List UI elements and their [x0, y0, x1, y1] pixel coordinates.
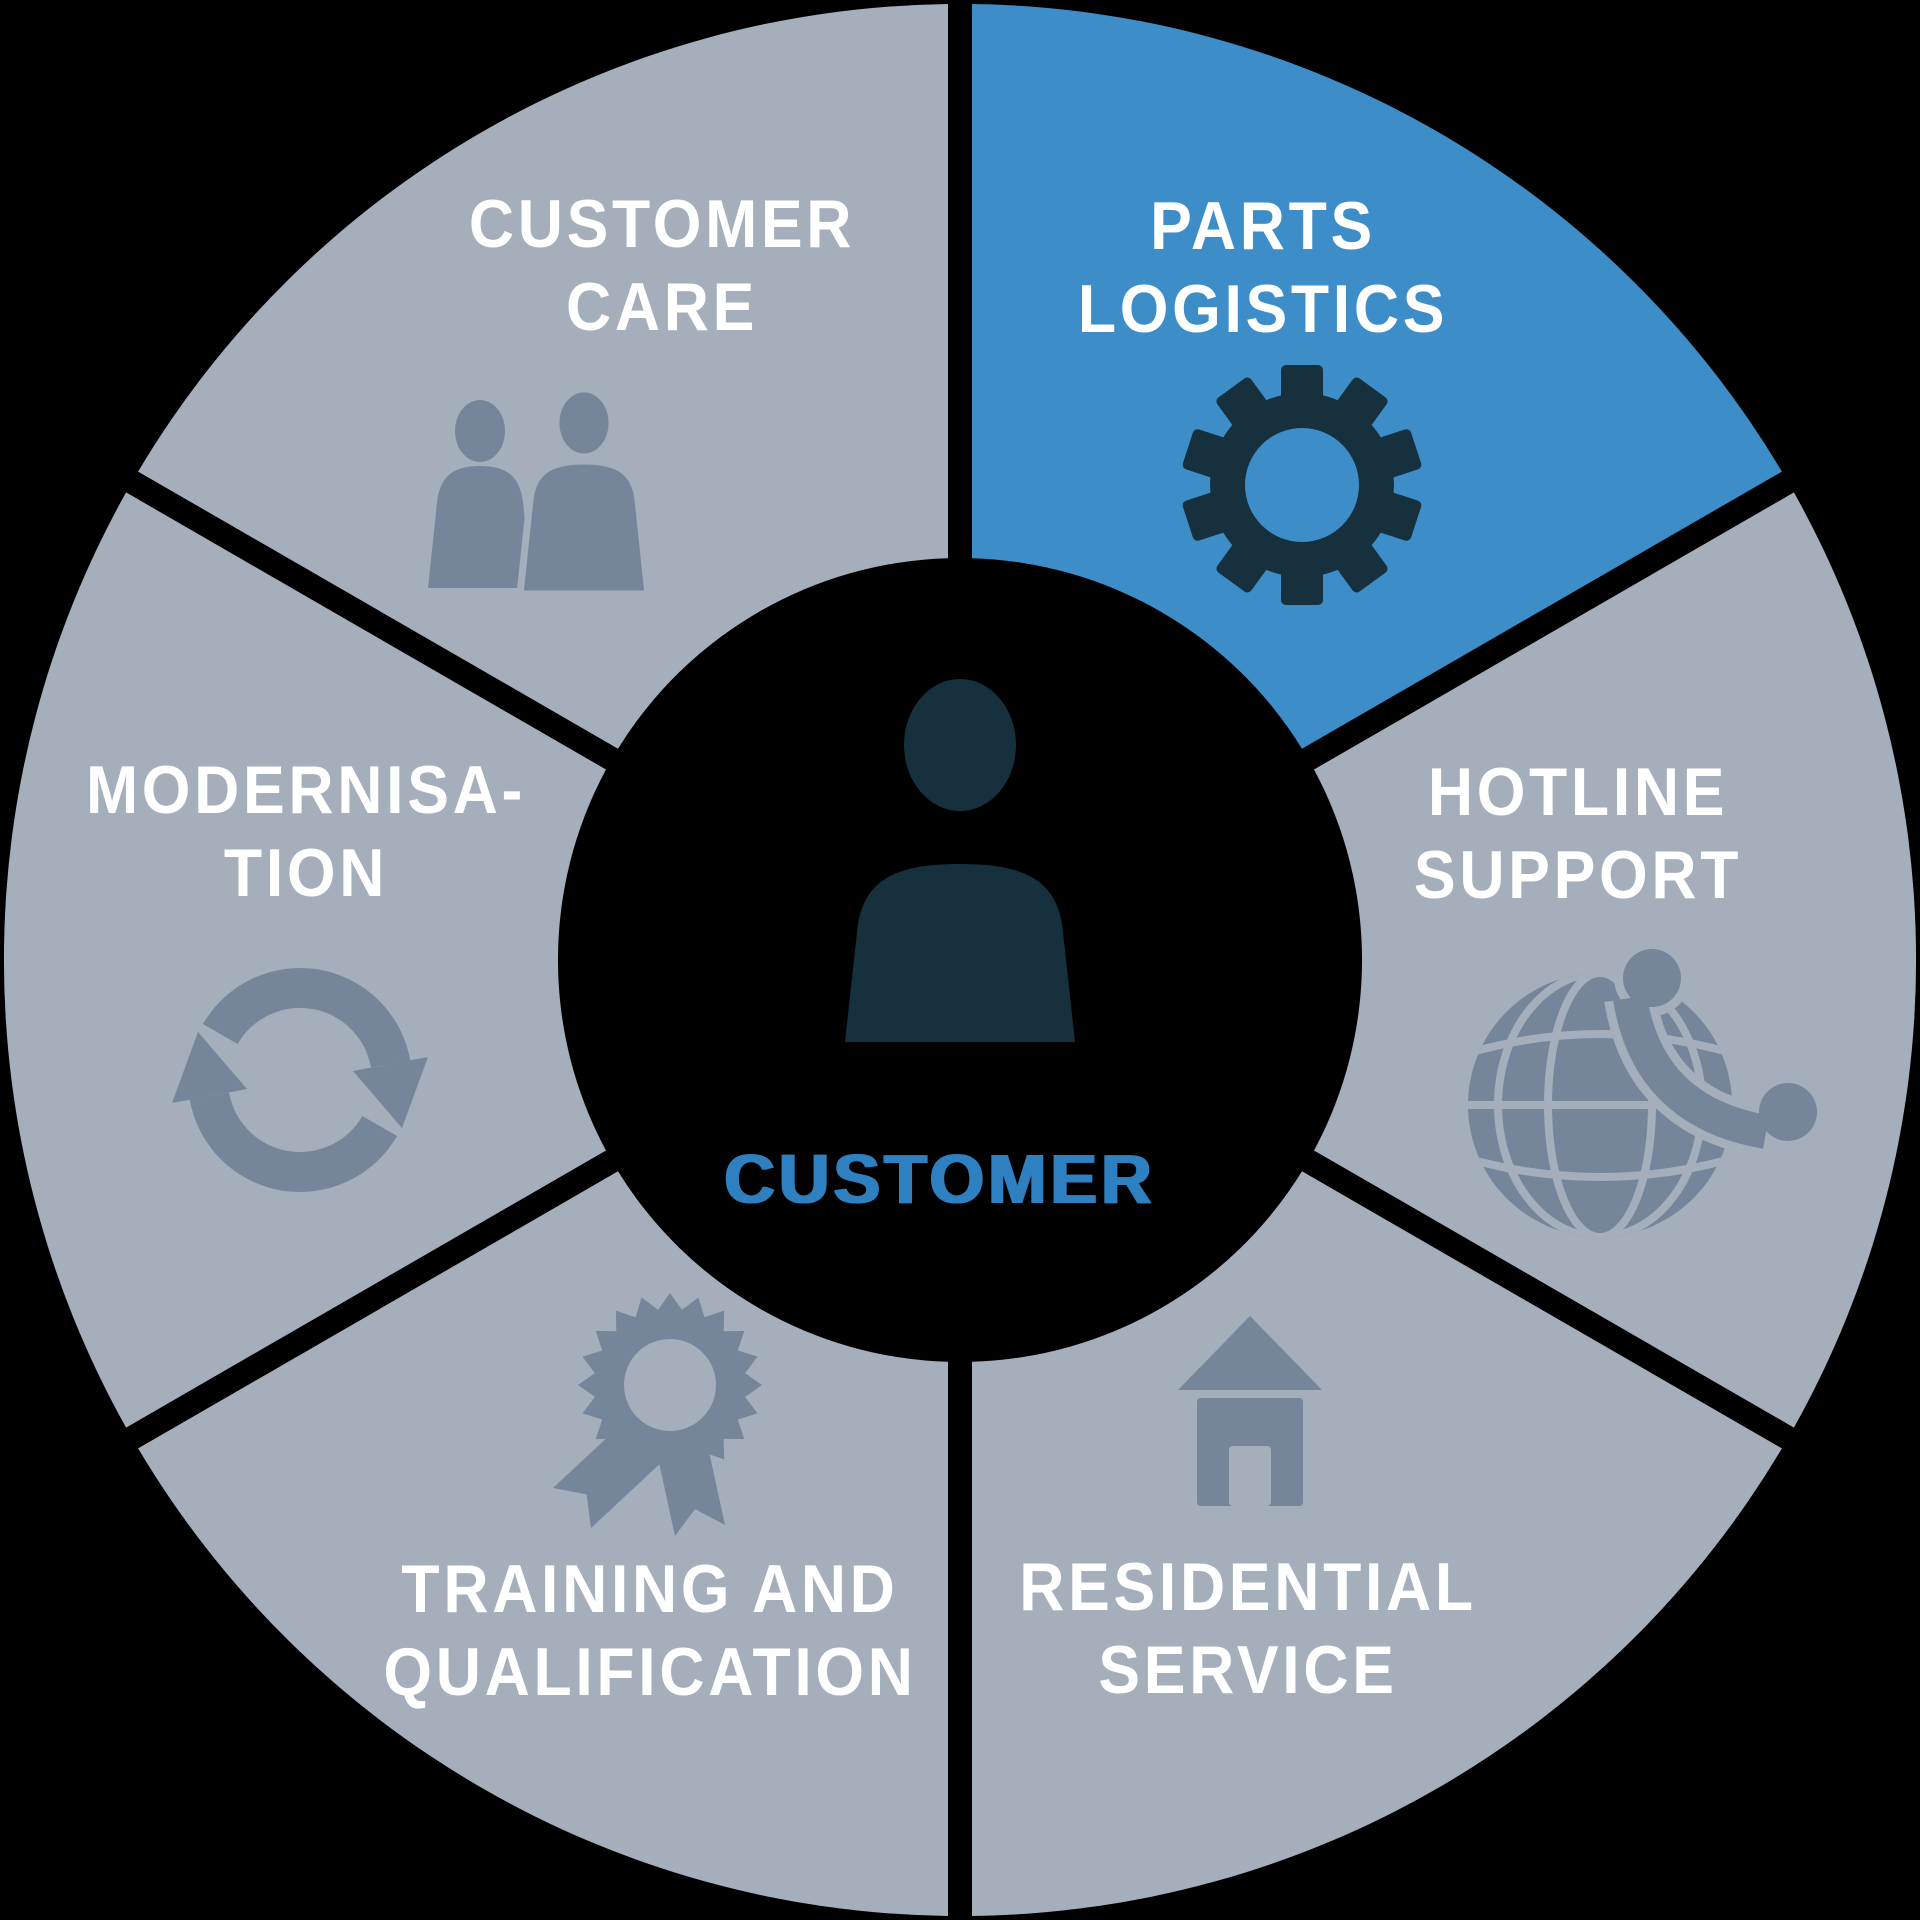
label-parts-logistics: PARTS LOGISTICS [1078, 185, 1448, 351]
people-icon [428, 385, 652, 598]
label-line: HOTLINE [1427, 754, 1729, 830]
sector-customer-care[interactable] [138, 4, 949, 749]
sector-residential-service[interactable] [972, 1171, 1782, 1916]
label-training-and-qualification: TRAINING AND QUALIFICATION [383, 1548, 916, 1714]
house-icon [1178, 1316, 1322, 1506]
sector-modernisation[interactable] [3, 492, 607, 1428]
label-line: QUALIFICATION [383, 1634, 917, 1710]
gear-icon [1182, 365, 1422, 605]
person-icon [845, 679, 1075, 1042]
globe-phone-icon [1468, 940, 1826, 1237]
label-line: SERVICE [1098, 1632, 1398, 1708]
label-line: TION [223, 835, 389, 911]
award-icon [553, 1293, 762, 1536]
label-hotline-support: HOTLINE SUPPORT [1414, 751, 1742, 917]
label-line: RESIDENTIAL [1019, 1549, 1477, 1625]
phone-handset [1604, 940, 1826, 1158]
label-line: TRAINING AND [401, 1551, 899, 1627]
label-modernisation: MODERNISA- TION [86, 749, 526, 915]
label-line: SUPPORT [1413, 837, 1743, 913]
label-line: MODERNISA- [86, 752, 526, 828]
label-residential-service: RESIDENTIAL SERVICE [1019, 1546, 1477, 1712]
label-customer-care: CUSTOMER CARE [469, 183, 855, 349]
label-line: LOGISTICS [1077, 271, 1449, 347]
sector-parts-logistics[interactable] [972, 4, 1782, 749]
label-line: PARTS [1150, 188, 1376, 264]
sector-hotline-support[interactable] [1314, 492, 1917, 1428]
center-customer-label: CUSTOMER [724, 1140, 1156, 1218]
cycle-arrows-icon [172, 968, 428, 1192]
label-line: CUSTOMER [468, 186, 856, 262]
label-line: CARE [565, 269, 758, 345]
